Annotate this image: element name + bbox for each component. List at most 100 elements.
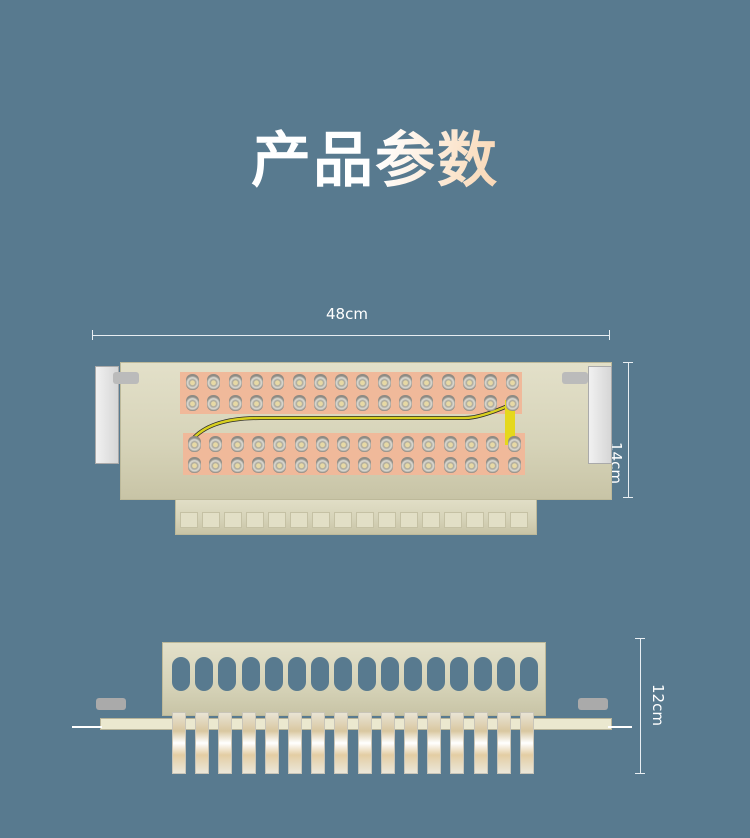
right-thumb-screw-icon — [562, 372, 588, 384]
comb-slot — [444, 512, 462, 528]
connector-module — [520, 712, 534, 774]
connector-module — [288, 712, 302, 774]
dimension-tick — [623, 362, 633, 363]
terminal-post — [401, 457, 414, 473]
terminal-post — [441, 395, 455, 411]
width-dimension-line — [92, 335, 610, 336]
terminal-post — [186, 395, 199, 411]
width-dimension-label: 48cm — [326, 305, 368, 323]
terminal-post — [462, 374, 476, 390]
terminal-post — [358, 457, 372, 473]
terminal-post — [207, 395, 221, 411]
comb-slot — [202, 512, 220, 528]
dimension-tick — [609, 330, 610, 340]
terminal-post — [292, 395, 306, 411]
terminal-post — [186, 374, 199, 390]
terminal-post — [505, 395, 519, 411]
connector-module — [450, 712, 465, 774]
page-title: 产品参数 — [0, 112, 750, 199]
dimension-tick — [92, 330, 93, 340]
panel-slot — [404, 657, 422, 691]
connector-module — [473, 712, 488, 774]
comb-slot — [334, 512, 352, 528]
comb-slot — [290, 512, 308, 528]
terminal-post — [188, 436, 201, 452]
connector-module — [427, 712, 442, 774]
comb-slot — [312, 512, 330, 528]
comb-slot — [378, 512, 396, 528]
terminal-post — [505, 374, 519, 390]
terminal-post — [230, 436, 244, 452]
panel-slot — [450, 657, 469, 691]
side-height-label: 12cm — [649, 684, 667, 726]
terminal-post — [315, 436, 329, 452]
terminal-post — [313, 374, 327, 390]
terminal-post — [356, 374, 370, 390]
comb-slot — [510, 512, 528, 528]
connector-module — [195, 712, 210, 774]
terminal-post — [271, 395, 285, 411]
comb-slot — [246, 512, 264, 528]
comb-slot — [466, 512, 484, 528]
connector-module — [172, 712, 186, 774]
terminal-post — [294, 457, 308, 473]
terminal-post — [335, 374, 349, 390]
terminal-post — [315, 457, 329, 473]
terminal-post — [356, 395, 370, 411]
terminal-post — [358, 436, 372, 452]
terminal-post — [443, 436, 457, 452]
panel-slot — [473, 657, 492, 691]
terminal-post — [292, 374, 306, 390]
terminal-post — [420, 395, 434, 411]
terminal-post — [273, 457, 287, 473]
terminal-post — [462, 395, 476, 411]
panel-slot — [427, 657, 446, 691]
comb-slot — [180, 512, 198, 528]
terminal-post — [484, 374, 498, 390]
terminal-post — [209, 457, 223, 473]
panel-slot — [496, 657, 515, 691]
panel-slot — [195, 657, 214, 691]
panel-slot — [334, 657, 353, 691]
terminal-post — [464, 457, 478, 473]
side-height-dimension-line — [640, 638, 641, 773]
terminal-post — [249, 395, 263, 411]
panel-slot — [288, 657, 306, 691]
terminal-post — [399, 395, 412, 411]
terminal-post — [230, 457, 244, 473]
panel-slot — [241, 657, 260, 691]
terminal-post — [422, 436, 436, 452]
terminal-post — [377, 374, 391, 390]
connector-module — [357, 712, 372, 774]
terminal-post — [443, 457, 457, 473]
right-rail-end — [608, 726, 632, 728]
terminal-post — [337, 457, 351, 473]
terminal-post — [379, 436, 393, 452]
terminal-post — [251, 457, 265, 473]
connector-module — [241, 712, 256, 774]
terminal-post — [188, 457, 201, 473]
terminal-post — [420, 374, 434, 390]
terminal-post — [207, 374, 221, 390]
terminal-post — [464, 436, 478, 452]
connector-module — [496, 712, 511, 774]
terminal-post — [228, 374, 242, 390]
left-rail-end — [72, 726, 102, 728]
comb-slot — [268, 512, 286, 528]
terminal-post — [249, 374, 263, 390]
terminal-post — [377, 395, 391, 411]
dimension-tick — [635, 638, 645, 639]
terminal-post — [294, 436, 308, 452]
connector-module — [218, 712, 233, 774]
terminal-post — [422, 457, 436, 473]
right-mounting-bracket — [588, 366, 612, 464]
left-thumb-screw-icon — [96, 698, 126, 710]
terminal-post — [399, 374, 412, 390]
terminal-post — [486, 457, 500, 473]
connector-module — [404, 712, 418, 774]
terminal-post — [271, 374, 285, 390]
terminal-post — [228, 395, 242, 411]
terminal-post — [209, 436, 223, 452]
terminal-post — [441, 374, 455, 390]
